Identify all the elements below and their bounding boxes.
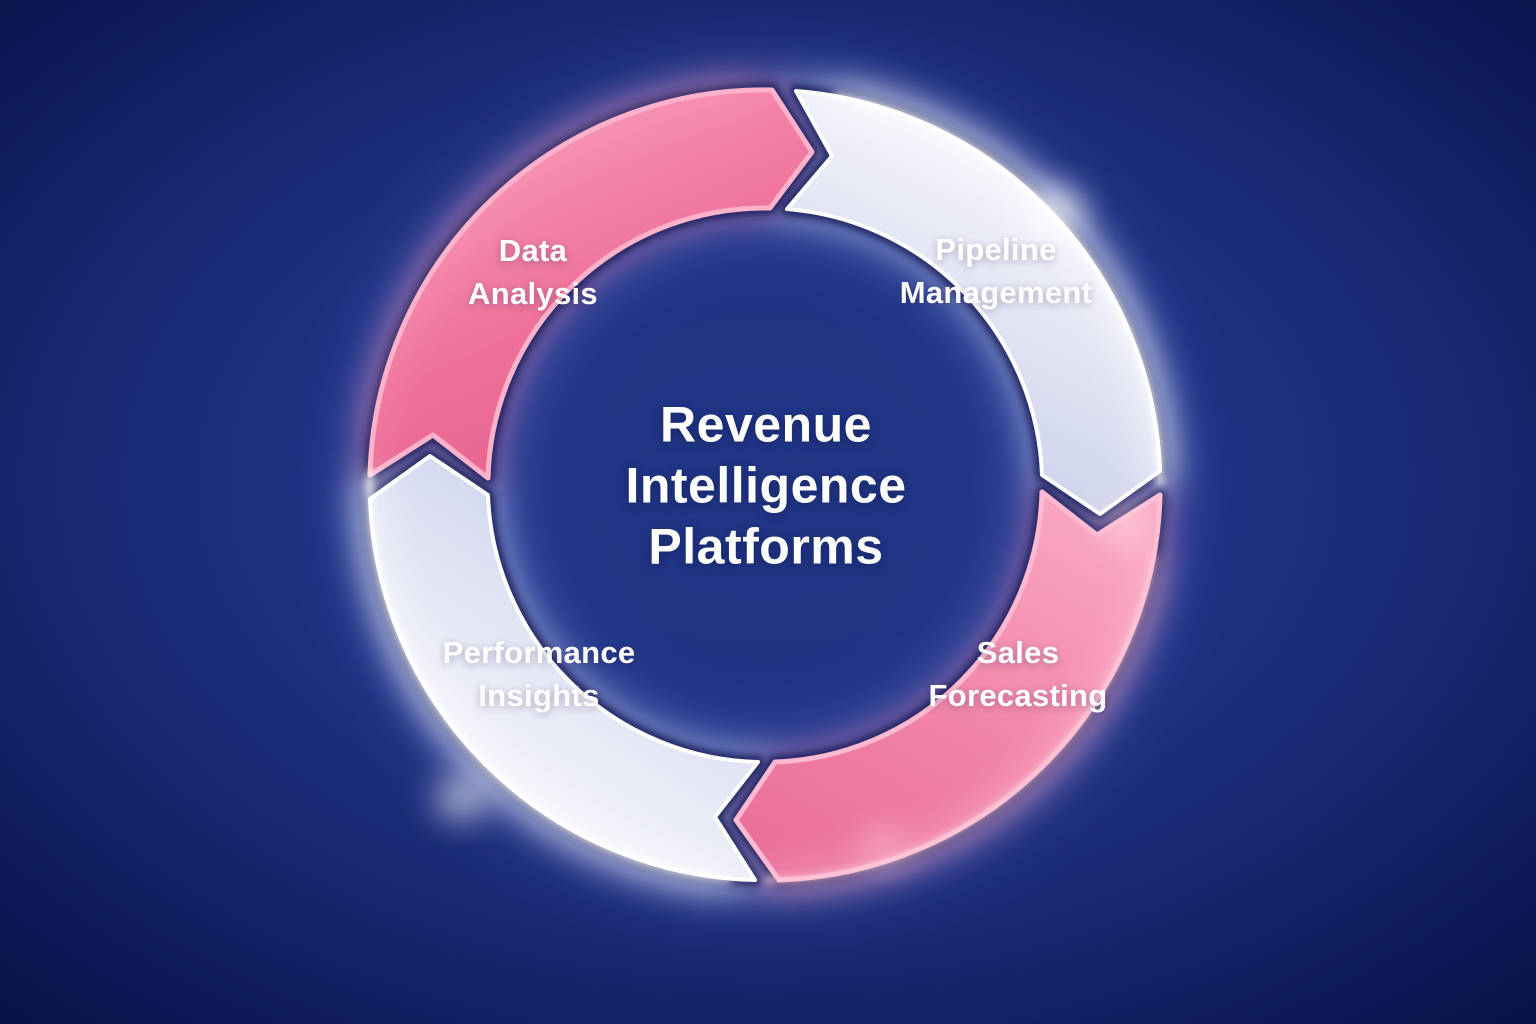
- diagram-title: Revenue Intelligence Platforms: [625, 396, 907, 575]
- segment-label-pipeline-management: Pipeline Management: [899, 232, 1093, 310]
- segment-label-performance-insights: Performance Insights: [442, 635, 636, 713]
- segment-label-sales-forecasting: Sales Forecasting: [928, 635, 1108, 713]
- rim-highlights: [358, 83, 1171, 890]
- segment-label-data-analysis: Data Analysis: [468, 233, 598, 311]
